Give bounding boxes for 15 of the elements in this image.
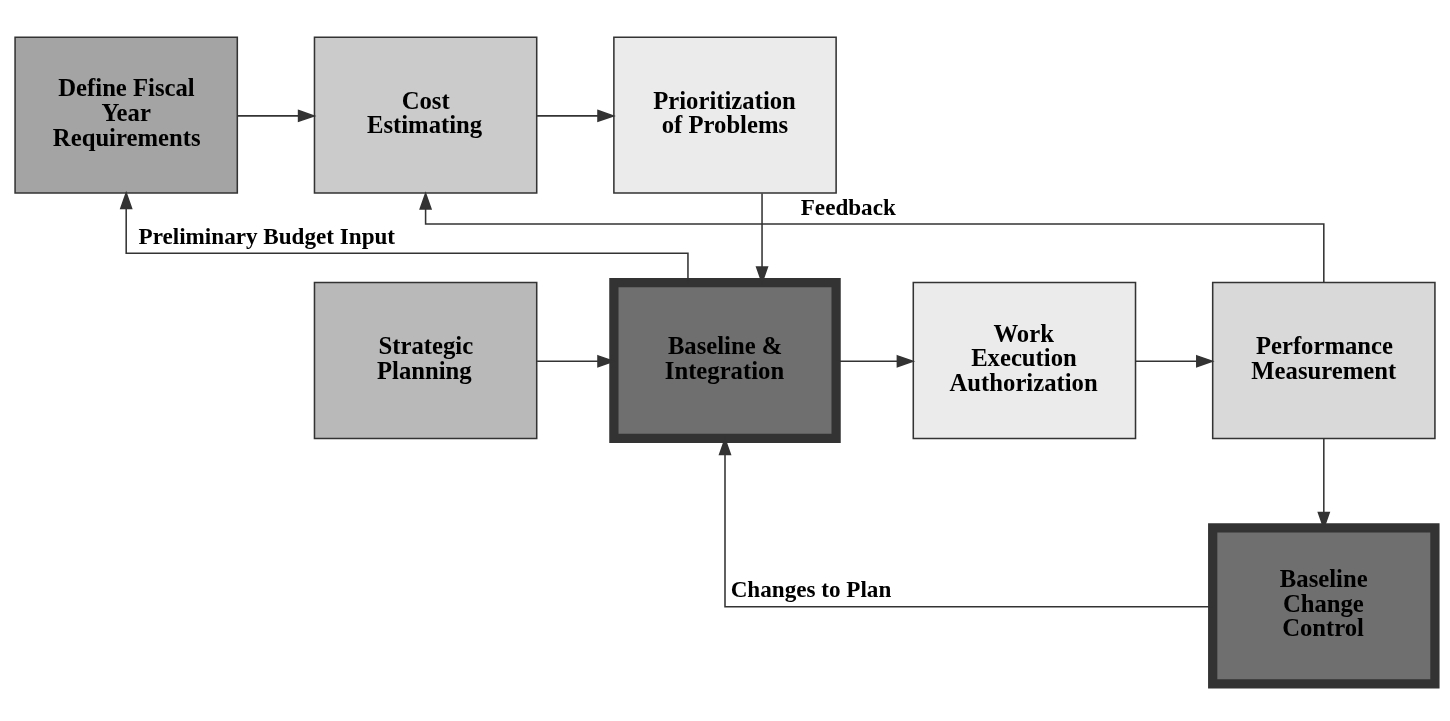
node-box: Define Fiscal Year Requirements	[14, 36, 239, 194]
edge-label: Preliminary Budget Input	[138, 222, 396, 249]
node-box: Strategic Planning	[313, 281, 538, 440]
node-box: Cost Estimating	[313, 36, 538, 194]
arrow	[419, 191, 1325, 283]
node-box: Work Execution Authorization	[912, 281, 1137, 440]
node-box: Performance Measurement	[1211, 281, 1436, 440]
node-box: Baseline & Integration	[609, 277, 841, 444]
arrow	[236, 109, 317, 123]
edge-label: Changes to Plan	[730, 576, 892, 603]
arrow	[536, 109, 616, 123]
node-box: Prioritization of Problems	[613, 36, 837, 194]
edge-label: Feedback	[800, 193, 896, 220]
arrow	[1135, 354, 1215, 368]
node-box: Baseline Change Control	[1208, 523, 1440, 689]
